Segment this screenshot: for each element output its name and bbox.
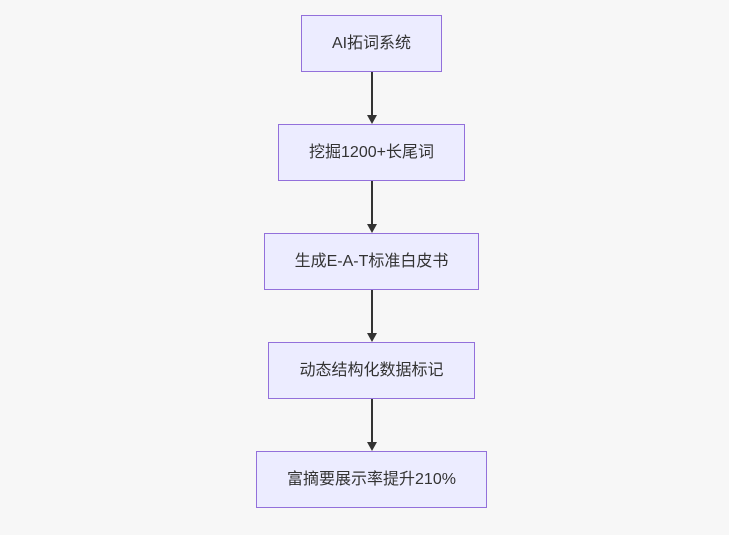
flowchart-edge: [366, 181, 377, 233]
flowchart-edge: [366, 399, 377, 451]
flowchart-node-eat-whitepaper: 生成E-A-T标准白皮书: [263, 233, 480, 290]
edge-line: [370, 72, 373, 115]
edge-line: [370, 290, 373, 333]
flowchart-node-ai-system: AI拓词系统: [300, 15, 443, 72]
flowchart-node-structured-data: 动态结构化数据标记: [268, 342, 475, 399]
flowchart-node-rich-snippet-result: 富摘要展示率提升210%: [256, 451, 487, 508]
arrowhead-down-icon: [366, 442, 377, 451]
flowchart-edge: [366, 290, 377, 342]
edge-line: [370, 181, 373, 224]
node-label: 动态结构化数据标记: [299, 361, 444, 379]
flowchart-node-longtail-keywords: 挖掘1200+长尾词: [278, 124, 465, 181]
node-label: AI拓词系统: [331, 34, 412, 52]
edge-line: [370, 399, 373, 442]
node-label: 挖掘1200+长尾词: [309, 143, 434, 161]
arrowhead-down-icon: [366, 115, 377, 124]
flowchart: AI拓词系统 挖掘1200+长尾词 生成E-A-T标准白皮书 动态结构化数据标记…: [7, 0, 729, 508]
arrowhead-down-icon: [366, 224, 377, 233]
node-label: 生成E-A-T标准白皮书: [294, 252, 449, 270]
flowchart-edge: [366, 72, 377, 124]
node-label: 富摘要展示率提升210%: [287, 470, 456, 488]
arrowhead-down-icon: [366, 333, 377, 342]
